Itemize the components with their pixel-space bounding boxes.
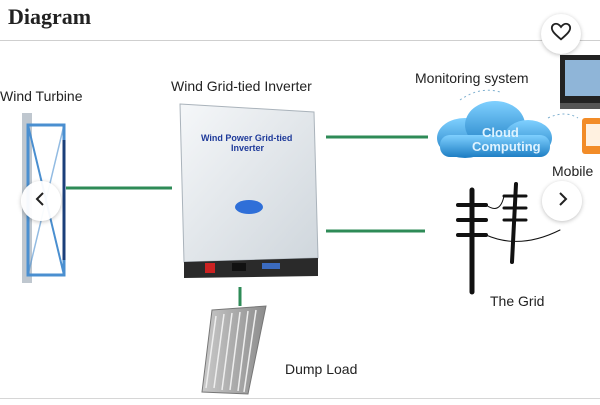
monitoring-system-label: Monitoring system (415, 70, 529, 86)
dump-load-label: Dump Load (285, 361, 358, 377)
divider-top (0, 40, 600, 41)
wind-turbine-label: Wind Turbine (0, 88, 83, 104)
cloud-graphic (437, 89, 579, 158)
chevron-right-icon (554, 191, 570, 212)
page-title: Diagram (8, 4, 92, 29)
monitor-graphic (560, 55, 600, 109)
inverter-panel-text-line1: Wind Power Grid-tied (201, 133, 293, 143)
chevron-left-icon (33, 191, 49, 212)
mobile-graphic (582, 118, 600, 154)
divider-bottom (0, 398, 600, 399)
next-image-button[interactable] (542, 181, 582, 221)
cloud-text-line1: Cloud (482, 125, 519, 140)
dump-load-graphic (201, 305, 267, 395)
previous-image-button[interactable] (21, 181, 61, 221)
utility-poles-graphic (456, 182, 561, 295)
inverter-label: Wind Grid-tied Inverter (171, 78, 312, 94)
cloud-text-line2: Computing (472, 139, 541, 154)
heart-icon (550, 21, 572, 48)
inverter-panel-text-line2: Inverter (231, 143, 265, 153)
grid-label: The Grid (490, 293, 545, 309)
inverter-graphic (179, 103, 319, 278)
mobile-label: Mobile (552, 163, 594, 179)
favorite-button[interactable] (541, 14, 581, 54)
